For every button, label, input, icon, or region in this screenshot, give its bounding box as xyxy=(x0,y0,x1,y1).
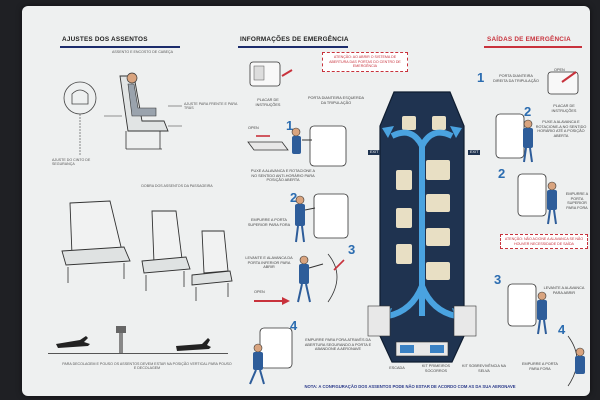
left-step-3-text: LEVANTE E ALAVANCA DA PORTA INFERIOR PAR… xyxy=(245,256,293,270)
step-2-door-diagram xyxy=(295,193,349,243)
plan-escada-label: ESCADA xyxy=(389,366,405,370)
placard-panel-diagram xyxy=(249,61,293,87)
right-step-1-number: 1 xyxy=(477,70,485,85)
seats-title-underline xyxy=(60,46,180,48)
right-open-label: OPEN xyxy=(554,68,565,72)
footer-note: NOTA: A CONFIGURAÇÃO DOS ASSENTOS PODE N… xyxy=(304,384,516,389)
step-4-exit-diagram xyxy=(249,327,293,385)
right-step-2b-text: EMPURRE A PORTA SUPERIOR PARA FORA xyxy=(565,192,589,211)
open-label-1: OPEN xyxy=(248,126,259,130)
left-step-4-text: EMPURRE PARA FORA ATRAVÉS DA ABERTURA SE… xyxy=(304,338,372,352)
right-step-3-text: LEVANTE A ALAVANCA PARA ABRIR xyxy=(543,286,585,295)
step-1-door-diagram xyxy=(247,125,347,167)
airplane-takeoff-icon xyxy=(56,336,90,348)
seat-fold-note: DOBRA DOS ASSENTOS DA PASSAGEIRA xyxy=(141,184,213,188)
seat-row-diagram xyxy=(61,200,233,301)
seat-headrest-note: ASSENTO E ENCOSTO DE CABEÇA xyxy=(112,50,173,54)
cabin-floor-plan xyxy=(367,91,477,363)
airplane-landing-icon xyxy=(176,338,211,351)
emergency-exits-title: SAÍDAS DE EMERGÊNCIA xyxy=(487,36,571,43)
right-step-3-number: 3 xyxy=(494,272,502,287)
control-tower-icon xyxy=(116,326,126,354)
left-step-4-number: 4 xyxy=(290,318,298,333)
attention-box-right: ATENÇÃO: NÃO ACIONE A ALAVANCA SE NÃO HO… xyxy=(500,234,588,250)
right-step-2b-diagram xyxy=(517,173,557,225)
exit-label-left: EXIT xyxy=(368,150,381,155)
emergency-info-title: INFORMAÇÕES DE EMERGÊNCIA xyxy=(240,36,349,43)
right-step-2b-number: 2 xyxy=(498,166,506,181)
right-placard-label: PLACAR DE INSTRUÇÕES xyxy=(551,104,577,113)
right-step-4-number: 4 xyxy=(558,322,566,337)
left-step-2-text: EMPURRE A PORTA SUPERIOR PARA FORA xyxy=(247,218,291,227)
seatbelt-note: AJUSTE DO CINTO DE SEGURANÇA xyxy=(52,158,91,167)
open-label-2: OPEN xyxy=(254,290,265,294)
left-step-1-text: PUXE A ALAVANCA E ROTACIONE A NO SENTIDO… xyxy=(250,169,316,183)
seat-footer-note: PARA DECOLAGEM E POUSO OS ASSENTOS DEVEM… xyxy=(62,362,232,371)
step-3-door-diagram xyxy=(297,253,345,303)
plan-first-aid-label: KIT PRIMEIROS SOCORROS xyxy=(421,364,451,373)
seat-adjust-diagram xyxy=(63,72,182,156)
attention-box-top: ATENÇÃO: AO ABRIR O SISTEMA DE ABERTURA … xyxy=(322,52,408,73)
safety-card: AJUSTES DOS ASSENTOS INFORMAÇÕES DE EMER… xyxy=(22,6,590,396)
left-step-1-number: 1 xyxy=(286,118,294,133)
right-step-2a-diagram xyxy=(495,113,533,163)
right-step-4-text: EMPURRE A PORTA PARA FORA xyxy=(522,362,558,371)
runway-line xyxy=(48,353,228,354)
step-3-red-arrow-icon xyxy=(254,297,290,305)
left-step-3-number: 3 xyxy=(348,242,356,257)
exit-label-right: EXIT xyxy=(468,150,481,155)
placard-label: PLACAR DE INSTRUÇÕES xyxy=(255,98,281,107)
right-step-2a-number: 2 xyxy=(524,104,532,119)
right-step-3-diagram xyxy=(507,283,547,335)
front-door-label: PORTA DIANTEIRA ESQUERDA DA TRIPULAÇÃO xyxy=(308,96,364,105)
plan-survival-kit-label: KIT SOBREVIVÊNCIA NA SELVA xyxy=(461,364,507,373)
seats-section-title: AJUSTES DOS ASSENTOS xyxy=(62,36,148,43)
seat-lever-note: AJUSTE PARA FRENTE E PARA TRÁS xyxy=(184,102,238,111)
emergency-exits-underline xyxy=(484,46,582,48)
right-step-1-text: PORTA DIANTEIRA DIREITA DA TRIPULAÇÃO xyxy=(493,74,539,83)
right-door-panel-diagram xyxy=(547,71,579,95)
left-step-2-number: 2 xyxy=(290,190,298,205)
emergency-info-underline xyxy=(238,46,348,48)
right-step-2a-text: PUXE A ALAVANCA E ROTACIONE-A NO SENTIDO… xyxy=(535,120,587,139)
right-step-4-diagram xyxy=(567,335,585,387)
